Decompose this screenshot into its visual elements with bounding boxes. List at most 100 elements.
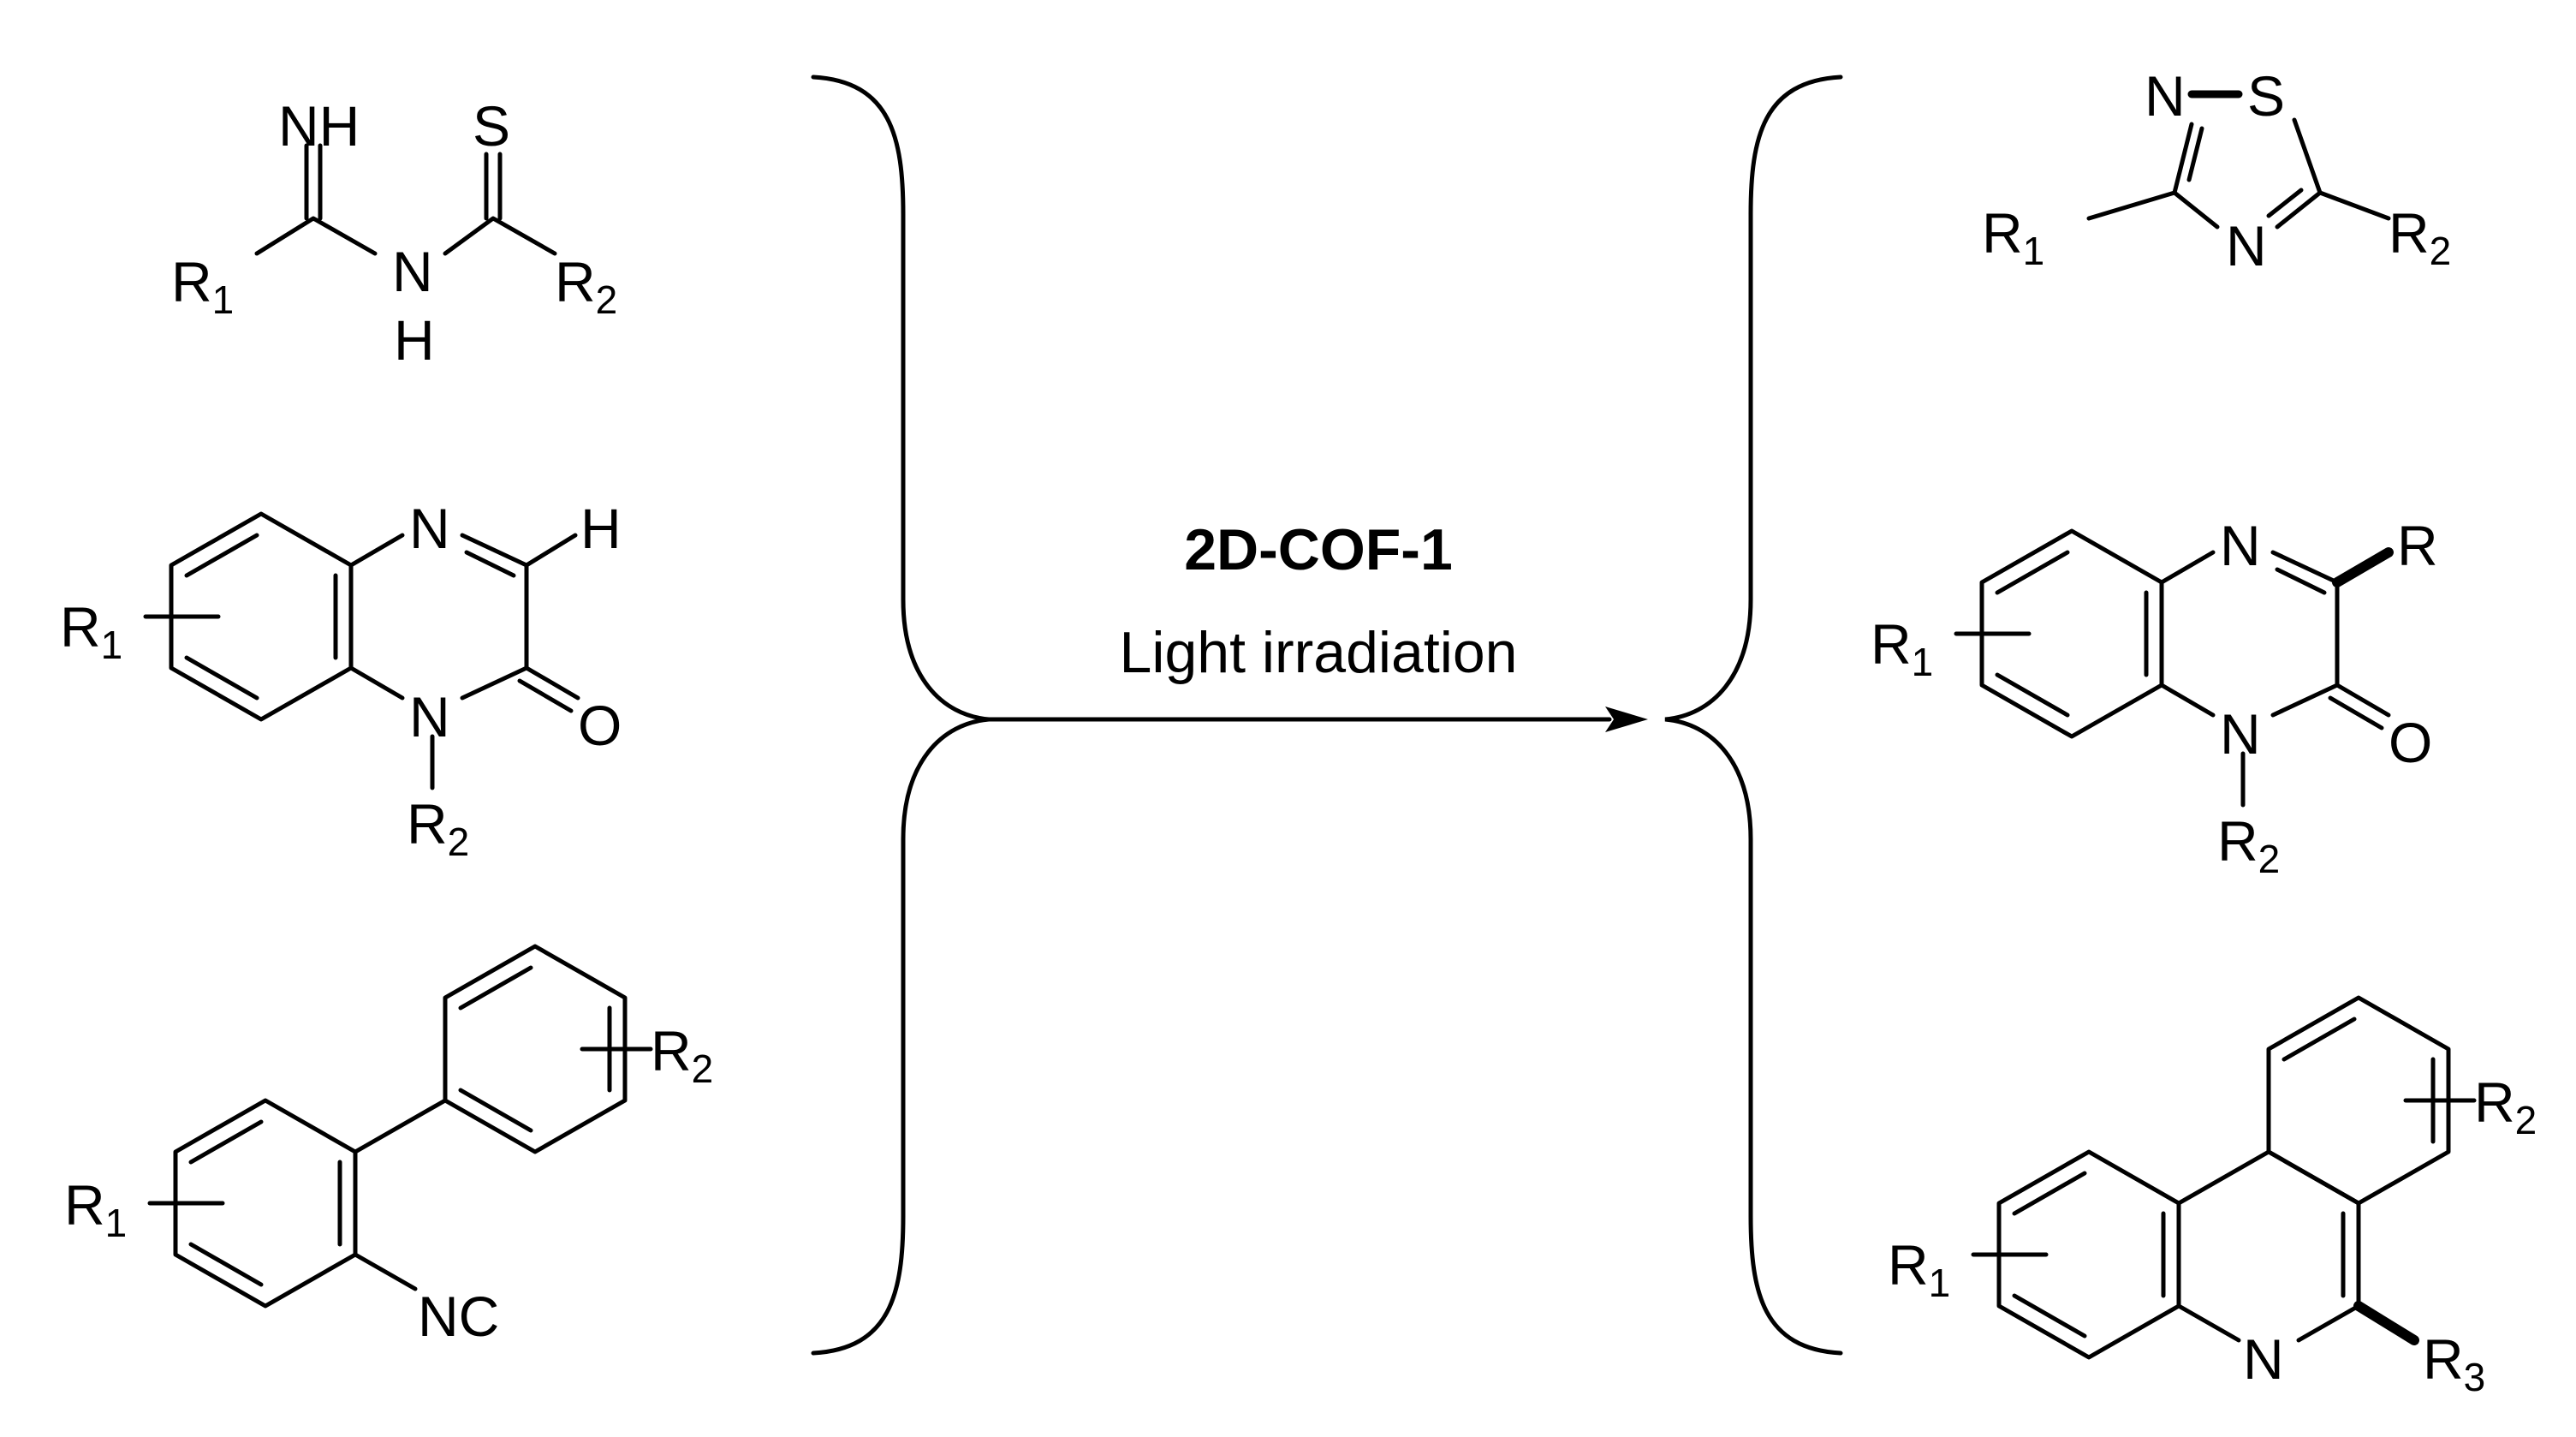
subscript-1: 1	[101, 623, 123, 667]
subscript-2: 2	[2258, 837, 2281, 881]
r-letter: R	[1871, 612, 1912, 676]
atom-n: N	[2243, 1327, 2284, 1391]
substituent-r2: R2	[2474, 1070, 2537, 1142]
bond	[1995, 672, 2070, 718]
bond	[458, 965, 533, 1011]
bond	[2270, 683, 2340, 718]
bond	[2172, 122, 2220, 230]
catalyst-label: 2D-COF-1	[1184, 517, 1453, 582]
atom-n: N	[409, 685, 450, 748]
bond	[458, 1088, 533, 1133]
bond	[2296, 1303, 2361, 1343]
atom-nc: NC	[418, 1285, 499, 1348]
substituent-r2: R2	[2389, 201, 2451, 273]
atom-n: N	[2220, 514, 2261, 577]
bond	[443, 216, 557, 256]
bond	[2275, 567, 2327, 595]
atom-h: H	[580, 497, 622, 560]
atom-h: H	[394, 308, 435, 372]
substituent-r1: R1	[1982, 201, 2044, 273]
bond	[1995, 550, 2070, 595]
bond	[2159, 550, 2216, 585]
r-letter: R	[1888, 1233, 1929, 1297]
r-letter: R	[2474, 1070, 2515, 1134]
reaction-arrow	[986, 707, 1648, 732]
atom-s: S	[473, 94, 510, 158]
bond	[2317, 190, 2391, 221]
substituent-r2: R2	[2217, 809, 2280, 881]
r-letter: R	[171, 250, 212, 313]
subscript-3: 3	[2464, 1355, 2486, 1399]
atom-r: R	[2397, 514, 2438, 577]
substituent-r1: R1	[1888, 1233, 1950, 1305]
bond	[348, 533, 405, 568]
bond	[524, 665, 580, 701]
r-letter: R	[64, 1173, 105, 1237]
r-letter: R	[2389, 201, 2430, 265]
atom-n: N	[2145, 64, 2186, 128]
atom-n: N	[2220, 702, 2261, 766]
subscript-1: 1	[2023, 229, 2045, 273]
bond	[2266, 188, 2304, 218]
subscript-2: 2	[692, 1046, 714, 1091]
arrow-head	[1605, 707, 1648, 732]
bond	[348, 665, 405, 701]
subscript-1: 1	[212, 277, 235, 322]
bond	[460, 665, 529, 701]
product-quinoxalinone: N R N O R1 R2	[1871, 514, 2438, 881]
bond	[2176, 1149, 2271, 1206]
bond	[2328, 695, 2384, 730]
r-letter: R	[651, 1019, 692, 1082]
subscript-1: 1	[1929, 1261, 1951, 1305]
atom-o: O	[2389, 711, 2432, 774]
bond	[2176, 1303, 2241, 1343]
bond	[184, 655, 259, 701]
substituent-r1: R1	[60, 595, 122, 667]
substituent-r1: R1	[171, 250, 234, 322]
bond	[2012, 1171, 2087, 1216]
reactant-quinoxalinone: N H N O R1 R2	[60, 497, 622, 864]
bond	[2012, 1293, 2087, 1339]
bond	[188, 1119, 264, 1165]
subscript-1: 1	[105, 1201, 128, 1245]
r-letter: R	[555, 250, 596, 313]
substituent-r2: R2	[555, 250, 617, 322]
product-thiadiazole: N S N R1 R2	[1982, 64, 2451, 277]
right-brace	[1664, 75, 1843, 1356]
bond	[353, 1252, 418, 1291]
bond	[2332, 547, 2394, 587]
bond	[2282, 1017, 2357, 1062]
subscript-1: 1	[1912, 640, 1934, 684]
reactant-imidoyl-thiourea: NH S N H R1 R2	[171, 94, 617, 372]
condition-label: Light irradiation	[1120, 620, 1518, 685]
bond	[2275, 117, 2323, 230]
substituent-r2: R2	[651, 1019, 713, 1091]
r-letter: R	[1982, 201, 2023, 265]
bond	[184, 533, 259, 578]
r-letter: R	[407, 792, 448, 856]
atom-n: N	[409, 497, 450, 560]
subscript-2: 2	[2430, 229, 2452, 273]
reactant-biaryl-isocyanide: NC R2 R1	[64, 944, 713, 1348]
bond	[2086, 190, 2177, 221]
substituent-r1: R1	[1871, 612, 1933, 684]
substituent-r1: R1	[64, 1173, 127, 1245]
r-letter: R	[60, 595, 101, 659]
bond	[2186, 126, 2204, 182]
atom-n: N	[392, 240, 433, 303]
atom-s: S	[2247, 64, 2285, 128]
subscript-2: 2	[2515, 1098, 2537, 1142]
substituent-r2: R2	[407, 792, 469, 864]
substituent-r3: R3	[2423, 1327, 2485, 1399]
bond	[188, 1242, 264, 1287]
atom-nh: NH	[278, 94, 360, 158]
subscript-2: 2	[448, 820, 470, 864]
bond	[2335, 683, 2391, 718]
left-brace	[811, 75, 990, 1356]
bond	[353, 1098, 448, 1154]
bond	[254, 216, 378, 256]
bond	[2353, 1301, 2419, 1345]
bond	[524, 533, 578, 568]
r-letter: R	[2423, 1327, 2464, 1391]
bond	[464, 550, 516, 578]
